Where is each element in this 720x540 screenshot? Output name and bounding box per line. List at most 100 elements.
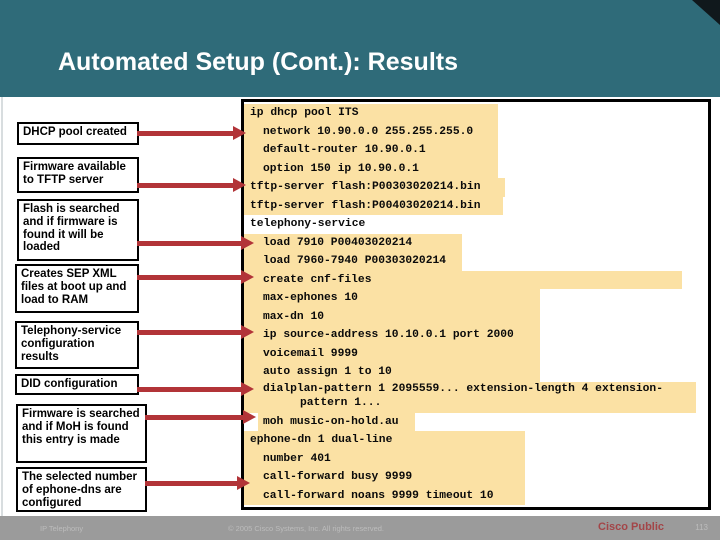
arrowhead-icon bbox=[233, 126, 246, 140]
code-line: ip dhcp pool ITS bbox=[244, 104, 708, 123]
code-highlight bbox=[244, 431, 525, 450]
footer-copyright: © 2005 Cisco Systems, Inc. All rights re… bbox=[228, 524, 385, 533]
callout-box: DHCP pool created bbox=[17, 122, 139, 145]
callout-label: The selected number of ephone-dns are co… bbox=[22, 471, 138, 509]
callout-label: Flash is searched and if firmware is fou… bbox=[23, 203, 120, 254]
arrowhead-icon bbox=[241, 270, 254, 284]
callout-label: Firmware available to TFTP server bbox=[23, 161, 126, 186]
code-line: network 10.90.0.0 255.255.255.0 bbox=[244, 122, 708, 141]
code-text: moh music-on-hold.au bbox=[263, 415, 399, 428]
arrowhead-icon bbox=[243, 410, 256, 424]
code-text: option 150 ip 10.90.0.1 bbox=[263, 162, 419, 175]
code-line: max-ephones 10 bbox=[244, 289, 708, 308]
arrowhead-icon bbox=[241, 236, 254, 250]
code-text: auto assign 1 to 10 bbox=[263, 366, 392, 379]
arrowhead-icon bbox=[241, 382, 254, 396]
arrowhead-icon bbox=[237, 476, 250, 490]
callout-label: Firmware is searched and if MoH is found… bbox=[22, 408, 140, 446]
callout-box: DID configuration bbox=[15, 374, 139, 395]
code-highlight bbox=[244, 252, 462, 271]
config-code-panel: ip dhcp pool ITS network 10.90.0.0 255.25… bbox=[241, 99, 711, 510]
callout-label: DID configuration bbox=[21, 378, 118, 390]
code-highlight bbox=[244, 363, 540, 382]
callout-label: Telephony-service configuration results bbox=[21, 325, 122, 363]
code-line: load 7910 P00403020214 bbox=[244, 233, 708, 252]
code-line: number 401 bbox=[244, 449, 708, 468]
code-text: ephone-dn 1 dual-line bbox=[250, 434, 393, 447]
flow-arrow-shaft bbox=[137, 182, 235, 188]
flow-arrow-shaft bbox=[137, 130, 235, 136]
flow-arrow-shaft bbox=[145, 414, 245, 420]
code-line: ip source-address 10.10.0.1 port 2000 bbox=[244, 326, 708, 345]
code-text: ip source-address 10.10.0.1 port 2000 bbox=[263, 329, 514, 342]
code-text: tftp-server flash:P00303020214.bin bbox=[250, 181, 481, 194]
code-text: dialplan-pattern 1 2095559... extension-… bbox=[263, 382, 663, 395]
callout-label: DHCP pool created bbox=[23, 126, 127, 138]
code-text: tftp-server flash:P00403020214.bin bbox=[250, 199, 481, 212]
flow-arrow-shaft bbox=[137, 329, 243, 335]
code-highlight bbox=[244, 270, 682, 289]
left-edge-divider bbox=[1, 97, 3, 516]
code-highlight bbox=[258, 412, 415, 431]
code-line: call-forward busy 9999 bbox=[244, 468, 708, 487]
callout-box: Firmware is searched and if MoH is found… bbox=[16, 404, 147, 463]
code-text: create cnf-files bbox=[263, 273, 372, 286]
code-text-continuation: pattern 1... bbox=[300, 397, 382, 409]
code-text: max-ephones 10 bbox=[263, 292, 358, 305]
code-line: voicemail 9999 bbox=[244, 344, 708, 363]
code-line: max-dn 10 bbox=[244, 307, 708, 326]
flow-arrow-shaft bbox=[137, 240, 243, 246]
callout-box: Creates SEP XML files at boot up and loa… bbox=[15, 264, 139, 313]
code-highlight bbox=[244, 178, 505, 197]
code-line: moh music-on-hold.au bbox=[244, 412, 708, 431]
code-text: network 10.90.0.0 255.255.255.0 bbox=[263, 125, 474, 138]
code-line: tftp-server flash:P00403020214.bin bbox=[244, 196, 708, 215]
code-line: dialplan-pattern 1 2095559... extension-… bbox=[244, 381, 708, 413]
arrowhead-icon bbox=[233, 178, 246, 192]
code-line: option 150 ip 10.90.0.1 bbox=[244, 159, 708, 178]
footer-classification: Cisco Public bbox=[598, 521, 665, 533]
code-line: create cnf-files bbox=[244, 270, 708, 289]
page-title: Automated Setup (Cont.): Results bbox=[58, 48, 458, 76]
code-highlight bbox=[244, 141, 498, 160]
page-number: 113 bbox=[695, 523, 708, 532]
code-line: telephony-service bbox=[244, 215, 708, 234]
code-line: auto assign 1 to 10 bbox=[244, 363, 708, 382]
code-highlight bbox=[244, 159, 498, 178]
code-line: call-forward noans 9999 timeout 10 bbox=[244, 486, 708, 505]
footer-product-label: IP Telephony bbox=[40, 524, 84, 533]
callout-box: Flash is searched and if firmware is fou… bbox=[17, 199, 139, 261]
code-highlight bbox=[244, 468, 525, 487]
flow-arrow-shaft bbox=[137, 274, 243, 280]
code-highlight bbox=[244, 307, 540, 326]
callout-label: Creates SEP XML files at boot up and loa… bbox=[21, 268, 127, 306]
callout-box: Telephony-service configuration results bbox=[15, 321, 139, 369]
code-highlight bbox=[244, 122, 498, 141]
code-line: load 7960-7940 P00303020214 bbox=[244, 252, 708, 271]
flow-arrow-shaft bbox=[137, 386, 243, 392]
code-highlight bbox=[244, 104, 498, 123]
code-line: tftp-server flash:P00303020214.bin bbox=[244, 178, 708, 197]
code-text: number 401 bbox=[263, 452, 331, 465]
arrowhead-icon bbox=[241, 325, 254, 339]
flow-arrow-shaft bbox=[145, 480, 239, 486]
code-text: max-dn 10 bbox=[263, 310, 325, 323]
code-text: load 7910 P00403020214 bbox=[263, 236, 413, 249]
code-highlight bbox=[244, 449, 525, 468]
code-text: call-forward busy 9999 bbox=[263, 471, 413, 484]
code-text: default-router 10.90.0.1 bbox=[263, 144, 426, 157]
code-text: voicemail 9999 bbox=[263, 347, 358, 360]
code-highlight bbox=[244, 233, 462, 252]
code-highlight bbox=[244, 486, 525, 505]
callout-box: The selected number of ephone-dns are co… bbox=[16, 467, 147, 512]
code-line: ephone-dn 1 dual-line bbox=[244, 431, 708, 450]
code-text: ip dhcp pool ITS bbox=[250, 107, 359, 120]
code-text: call-forward noans 9999 timeout 10 bbox=[263, 489, 494, 502]
code-text: telephony-service bbox=[250, 218, 366, 231]
code-highlight bbox=[244, 196, 503, 215]
callout-box: Firmware available to TFTP server bbox=[17, 157, 139, 193]
code-text: load 7960-7940 P00303020214 bbox=[263, 255, 447, 268]
code-line: default-router 10.90.0.1 bbox=[244, 141, 708, 160]
header-band: Automated Setup (Cont.): Results bbox=[0, 0, 720, 97]
